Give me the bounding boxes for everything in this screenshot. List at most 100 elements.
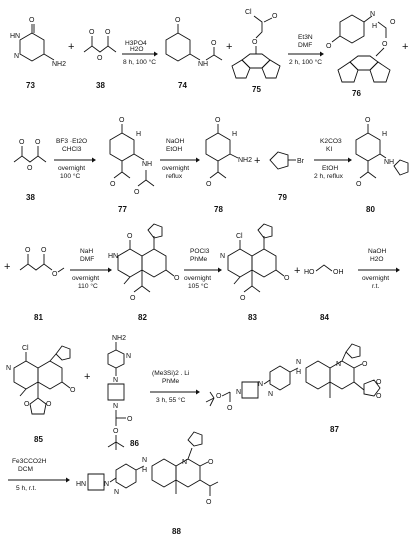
structure-77: O H NH O O — [109, 117, 155, 196]
atom-H: H — [232, 131, 237, 138]
atom-O: O — [119, 117, 125, 124]
structure-82: O HN O O — [108, 223, 180, 302]
compound-label-74: 74 — [178, 81, 187, 90]
arrow-head — [320, 51, 324, 57]
condition-r5-4: 2 h, reflux — [314, 173, 344, 180]
condition-r8-4: r.t. — [372, 283, 379, 290]
atom-O: O — [272, 13, 278, 20]
plus-sign: + — [254, 155, 260, 167]
condition-r9-2: PhMe — [162, 378, 180, 385]
atom-N: N — [142, 457, 147, 464]
atom-O: O — [127, 233, 133, 240]
condition-r2-1: Et3N — [298, 34, 313, 41]
condition-r10-3: 5 h, r.t. — [16, 485, 36, 492]
arrow-head — [92, 157, 96, 163]
atom-O: O — [27, 165, 33, 172]
plus-sign: + — [402, 41, 408, 53]
condition-r3-4: 100 °C — [60, 172, 80, 180]
atom-O: O — [356, 181, 362, 188]
atom-O: O — [252, 39, 258, 46]
atom-H: H — [382, 131, 387, 138]
structure-38: O O O — [83, 29, 117, 62]
atom-O: O — [216, 393, 222, 400]
atom-NH2: NH2 — [238, 157, 252, 164]
atom-Cl: Cl — [236, 233, 243, 240]
arrow-head — [218, 267, 222, 273]
compound-label-80: 80 — [366, 205, 375, 214]
compound-label-77: 77 — [118, 205, 127, 214]
atom-OH: OH — [333, 269, 344, 276]
compound-label-38: 38 — [96, 81, 105, 90]
atom-NH2: NH2 — [112, 335, 126, 342]
atom-NH2: NH2 — [52, 61, 66, 68]
atom-N: N — [104, 481, 109, 488]
atom-N: N — [113, 377, 118, 384]
atom-NH: NH — [142, 161, 152, 168]
atom-Br: Br — [297, 158, 305, 165]
atom-N: N — [336, 361, 341, 368]
atom-N: N — [126, 353, 131, 360]
condition-r10-2: DCM — [18, 466, 33, 473]
condition-r5-1: K2CO3 — [320, 138, 342, 145]
atom-N: N — [370, 11, 375, 18]
structure-80: O H NH O — [355, 117, 409, 188]
structure-83: Cl N O O — [220, 223, 290, 302]
atom-O: O — [326, 43, 332, 50]
structure-86: NH2 N N N O O — [107, 335, 133, 450]
arrow-head — [196, 157, 200, 163]
condition-r4-4: reflux — [166, 173, 183, 180]
atom-O: O — [215, 117, 221, 124]
condition-r6-3: overnight — [72, 275, 99, 282]
atom-O: O — [105, 29, 111, 36]
condition-r6-1: NaH — [80, 248, 93, 255]
compound-label-79: 79 — [278, 193, 287, 202]
atom-NH: NH — [384, 159, 394, 166]
atom-Cl: Cl — [245, 9, 252, 16]
structure-85: Cl N O O O — [6, 345, 76, 415]
structure-79: Br — [269, 151, 305, 170]
atom-O: O — [208, 459, 214, 466]
condition-r6-4: 110 °C — [78, 282, 98, 290]
condition-r3-2: CHCl3 — [62, 146, 82, 153]
atom-O: O — [130, 295, 136, 302]
atom-O: O — [35, 139, 41, 146]
atom-O: O — [97, 55, 103, 62]
atom-O: O — [52, 271, 58, 278]
atom-N: N — [114, 489, 119, 496]
arrow-head — [396, 267, 400, 273]
condition-r4-2: EtOH — [166, 146, 182, 153]
structure-87: O O N N N N H N O O O — [205, 343, 382, 412]
plus-sign: + — [84, 371, 90, 383]
atom-N: N — [220, 253, 225, 260]
structure-74: O NH O — [165, 17, 223, 68]
atom-O: O — [206, 181, 212, 188]
atom-N: N — [14, 53, 19, 60]
condition-r4-1: NaOH — [166, 138, 185, 145]
atom-O: O — [70, 387, 76, 394]
compound-label-87: 87 — [330, 425, 339, 434]
atom-HN: HN — [76, 481, 86, 488]
condition-r7-4: 105 °C — [188, 282, 208, 290]
compound-label-86: 86 — [130, 439, 139, 448]
structure-73: O HN N NH2 — [10, 17, 66, 68]
structure-88: HN N N N H N O O — [76, 431, 219, 506]
arrow-head — [66, 477, 70, 483]
atom-NH: NH — [198, 61, 208, 68]
compound-label-38: 38 — [26, 193, 35, 202]
compound-label-88: 88 — [172, 527, 181, 536]
atom-HO: HO — [304, 269, 315, 276]
condition-r10-1: Fe3CCO2H — [12, 458, 47, 465]
atom-HN: HN — [108, 253, 118, 260]
plus-sign: + — [294, 265, 300, 277]
atom-O: O — [211, 40, 217, 47]
atom-O: O — [110, 181, 116, 188]
compound-label-75: 75 — [252, 85, 261, 94]
atom-O: O — [127, 416, 133, 423]
structure-75: Cl O O — [231, 9, 281, 79]
atom-O: O — [362, 361, 368, 368]
condition-r3-1: BF3 ·Et2O — [56, 138, 87, 145]
atom-O: O — [134, 189, 140, 196]
arrow-head — [348, 157, 352, 163]
atom-O: O — [227, 405, 233, 412]
